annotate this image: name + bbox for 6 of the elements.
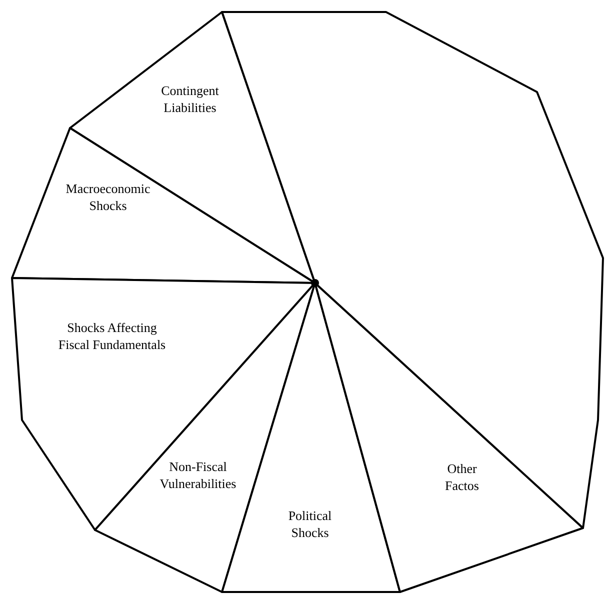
sector-label: Macroeconomic Shocks	[64, 181, 152, 215]
sector-label: Shocks Affecting Fiscal Fundamentals	[57, 320, 167, 354]
sector-label: Other Factos	[444, 461, 480, 495]
sector-label: Contingent Liabilities	[160, 83, 220, 117]
sector-label: Political Shocks	[287, 508, 333, 542]
sector-label: Non-Fiscal Vulnerabilities	[158, 459, 238, 493]
